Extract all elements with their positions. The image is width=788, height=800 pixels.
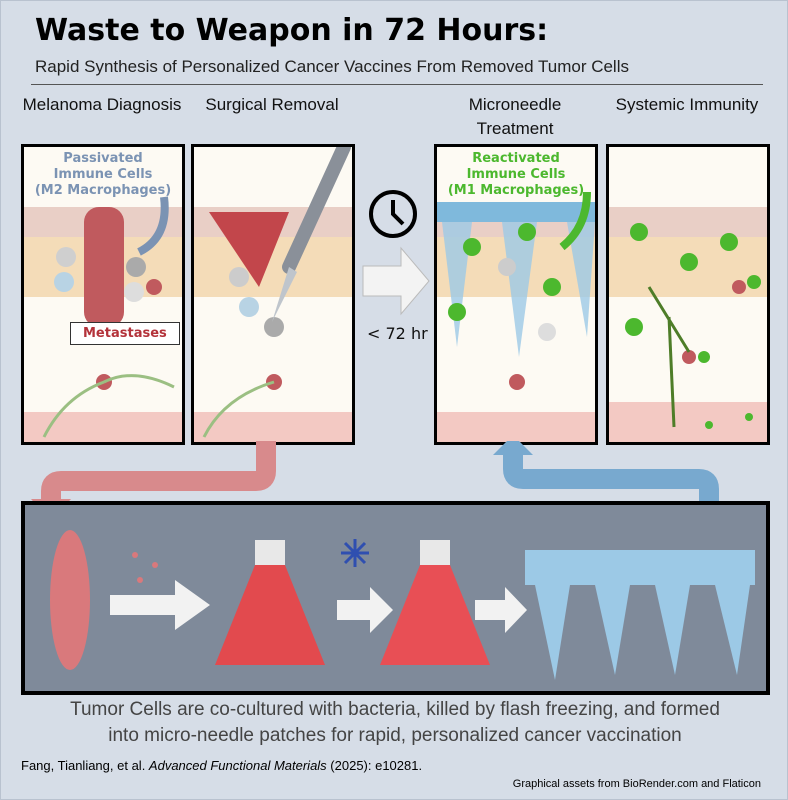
step-label-removal: Surgical Removal — [205, 95, 339, 114]
tumor-cells — [50, 530, 90, 670]
clock-icon — [369, 190, 417, 238]
surgery-illustration — [194, 147, 352, 442]
arrow-right-icon — [110, 580, 210, 630]
panel-removal — [191, 144, 355, 445]
step-label-diagnosis: Melanoma Diagnosis — [22, 95, 182, 114]
title: Waste to Weapon in 72 Hours: — [35, 13, 549, 48]
caption: Tumor Cells are co-cultured with bacteri… — [70, 699, 720, 746]
arrow-icon — [137, 196, 169, 256]
arrow-right-icon — [337, 587, 393, 633]
excision-wound — [209, 212, 289, 287]
flask-frozen — [380, 540, 490, 665]
subtitle: Rapid Synthesis of Personalized Cancer V… — [35, 57, 629, 76]
asset-credits: Graphical assets from BioRender.com and … — [512, 778, 761, 790]
citation: Fang, Tianliang, et al. Advanced Functio… — [21, 758, 423, 773]
arrow-down-icon — [41, 441, 276, 501]
panel-immunity — [606, 144, 770, 445]
arrow-up-icon — [503, 453, 719, 501]
snowflake-icon — [341, 539, 369, 567]
microneedle-illustration — [437, 191, 595, 442]
arrow-icon — [559, 191, 591, 251]
microneedle-patch — [525, 550, 755, 680]
tumor — [84, 207, 124, 327]
process-box — [21, 501, 770, 695]
step-label-immunity: Systemic Immunity — [615, 95, 759, 114]
immunity-illustration — [609, 207, 767, 442]
arrow-right-icon — [362, 246, 430, 316]
skin-illustration — [24, 196, 182, 442]
process-illustration — [50, 530, 755, 680]
arrow-right-icon — [475, 587, 527, 633]
divider — [31, 84, 763, 85]
time-label: < 72 hr — [367, 324, 428, 343]
scalpel-icon — [272, 147, 351, 322]
step-label-treatment: Microneedle Treatment — [468, 95, 562, 138]
metastasis-cell — [146, 279, 162, 295]
metastases-label: Metastases — [70, 322, 180, 345]
timer-graphic — [362, 190, 430, 316]
flask-bacteria — [215, 540, 325, 665]
